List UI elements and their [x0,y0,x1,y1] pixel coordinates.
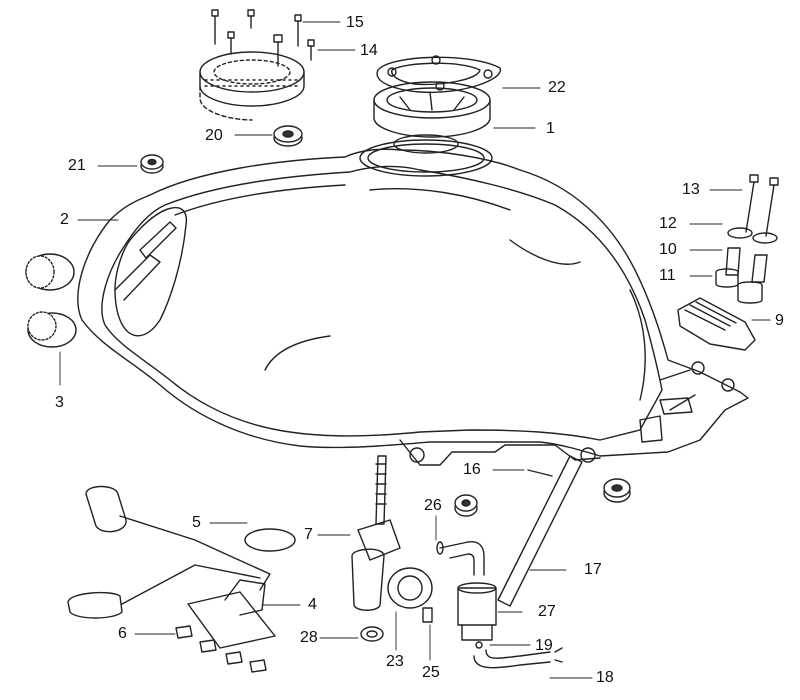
callout-11: 11 [659,267,676,284]
callout-13: 13 [682,181,700,198]
callout-4: 4 [308,596,317,613]
callout-20: 20 [205,127,223,144]
callout-17: 17 [584,561,602,578]
callout-22: 22 [548,79,566,96]
callout-12: 12 [659,215,677,232]
callout-27: 27 [538,603,556,620]
grommets [140,125,631,517]
callout-26: 26 [424,497,442,514]
rear-mount-parts [677,174,779,351]
callout-10: 10 [659,241,677,258]
bolts-screws-14-15 [211,9,315,67]
filler-ring [199,51,305,121]
callout-7: 7 [304,526,313,543]
callout-6: 6 [118,625,127,642]
callout-3: 3 [55,394,64,411]
callout-19: 19 [535,637,553,654]
fuel-cock-assembly [351,455,433,642]
callout-2: 2 [60,211,69,228]
callout-15: 15 [346,14,364,31]
callout-16: 16 [463,461,481,478]
knee-rubbers [25,253,77,348]
fuel-tank [77,134,749,466]
callout-25: 25 [422,664,440,681]
callout-1: 1 [546,120,555,137]
leader-lines [59,21,771,679]
callout-9: 9 [775,312,784,329]
fuel-lines-filter [436,455,583,669]
callout-23: 23 [386,653,404,670]
callout-18: 18 [596,669,614,686]
filler-cap [373,81,491,138]
callout-28: 28 [300,629,318,646]
callout-5: 5 [192,514,201,531]
callout-21: 21 [68,157,86,174]
cap-gasket [376,55,501,94]
fuel-level-sensor [67,485,296,673]
callout-14: 14 [360,42,378,59]
